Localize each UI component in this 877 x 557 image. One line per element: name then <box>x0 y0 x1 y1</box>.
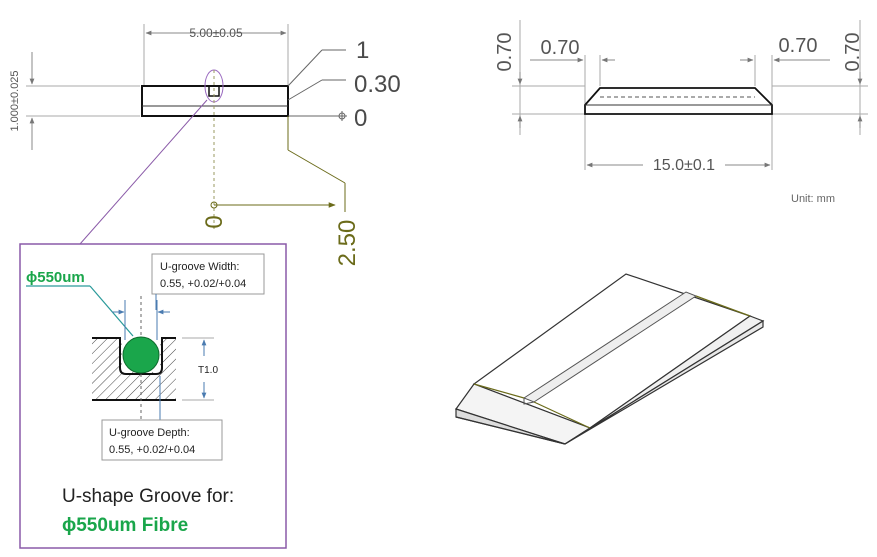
ordinate-top-label: 1 <box>356 37 369 64</box>
groove-depth-title: U-groove Depth: <box>109 427 190 439</box>
groove-depth-value: 0.55, +0.02/+0.04 <box>109 444 195 456</box>
height-dimension-label: 1.000±0.025 <box>9 70 21 131</box>
side-left-horiz-label: 0.70 <box>541 37 580 59</box>
side-body-outline <box>584 87 773 115</box>
detail-leader-line <box>79 99 208 245</box>
isometric-view <box>455 273 765 445</box>
groove-width-box <box>151 253 265 295</box>
width-dimension-label: 5.00±0.05 <box>189 26 243 40</box>
ordinate-mid-label: 0.30 <box>354 71 401 98</box>
groove-detail: ϕ550um U-groove Width: 0.55, +0.02/+0.04… <box>19 99 287 549</box>
front-view: 5.00±0.05 1.000±0.025 1 0.30 0 0 2.50 <box>9 24 401 266</box>
detail-caption-line-1: U-shape Groove for: <box>62 486 234 507</box>
side-left-vert-label: 0.70 <box>494 33 516 72</box>
groove-depth-box <box>101 419 223 461</box>
front-body-outline <box>141 85 289 117</box>
thickness-label: T1.0 <box>198 365 218 376</box>
side-length-label: 15.0±0.1 <box>653 157 715 174</box>
ordinate-zero-label: 0 <box>354 105 367 132</box>
groove-width-title: U-groove Width: <box>160 261 239 273</box>
ordinate-h-250-label: 2.50 <box>334 220 361 267</box>
ordinate-h-zero-label: 0 <box>201 215 228 228</box>
side-right-horiz-label: 0.70 <box>779 35 818 57</box>
fibre-diameter-label: ϕ550um <box>26 269 85 286</box>
groove-width-value: 0.55, +0.02/+0.04 <box>160 278 246 290</box>
unit-label: Unit: mm <box>791 193 835 205</box>
side-right-vert-label: 0.70 <box>842 33 864 72</box>
side-view: 0.70 0.70 0.70 0.70 15.0±0.1 Unit: mm <box>494 20 868 205</box>
detail-caption-line-2: ϕ550um Fibre <box>62 515 188 536</box>
fibre-circle <box>122 336 160 374</box>
